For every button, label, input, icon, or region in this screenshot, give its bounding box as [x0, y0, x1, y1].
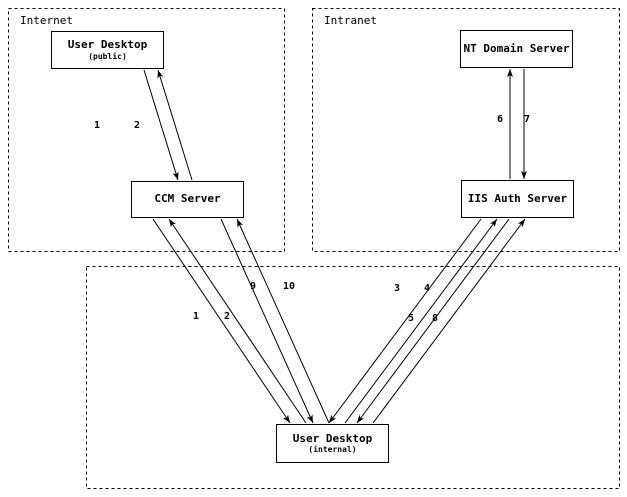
arrow-4-user-desktop-internal-to-iis-auth-server [344, 218, 498, 424]
edge-label-e2b: 2 [224, 311, 231, 322]
node-title-iis-auth-server: IIS Auth Server [467, 191, 568, 205]
arrow-2-user-desktop-internal-to-ccm-server [168, 218, 307, 424]
edge-label-e5: 5 [408, 313, 415, 324]
arrow-1-user-desktop-public-to-ccm-server [143, 69, 179, 181]
zone-label-intranet: Intranet [324, 14, 377, 27]
connector-arrows [143, 69, 527, 424]
arrow-2-ccm-server-to-user-desktop-public [157, 69, 193, 181]
arrow-10-user-desktop-internal-to-ccm-server [236, 218, 330, 424]
zone-label-internet: Internet [20, 14, 73, 27]
arrow-5-iis-auth-server-to-user-desktop-internal [356, 218, 510, 424]
node-user-desktop-internal[interactable]: User Desktop(internal) [276, 424, 389, 463]
zone-boundary-internet [8, 8, 285, 252]
node-title-ccm-server: CCM Server [154, 192, 221, 206]
edge-label-e1: 1 [94, 120, 101, 131]
edge-label-e10: 10 [283, 281, 296, 292]
edge-label-e7: 7 [524, 114, 531, 125]
arrow-1-ccm-server-to-user-desktop-internal [152, 218, 291, 424]
edge-label-e8: 8 [432, 313, 439, 324]
arrow-3-iis-auth-server-to-user-desktop-internal [328, 218, 482, 424]
edge-label-e9: 9 [250, 281, 257, 292]
edge-label-e1b: 1 [193, 311, 200, 322]
node-user-desktop-public[interactable]: User Desktop(public) [51, 31, 164, 69]
zone-boundaries [8, 8, 620, 489]
node-iis-auth-server[interactable]: IIS Auth Server [461, 180, 574, 218]
edge-label-e6: 6 [497, 114, 504, 125]
edge-label-e4: 4 [424, 283, 431, 294]
node-title-user-desktop-internal: User Desktop [292, 431, 373, 445]
node-title-nt-domain-server: NT Domain Server [463, 41, 570, 55]
node-subtitle-user-desktop-public: (public) [88, 51, 127, 61]
node-nt-domain-server[interactable]: NT Domain Server [460, 30, 573, 68]
zone-boundary-internal [86, 266, 620, 489]
arrow-9-ccm-server-to-user-desktop-internal [220, 218, 314, 424]
node-subtitle-user-desktop-internal: (internal) [308, 445, 357, 455]
node-title-user-desktop-public: User Desktop [67, 38, 148, 52]
node-ccm-server[interactable]: CCM Server [131, 181, 244, 218]
edge-label-e2: 2 [134, 120, 141, 131]
zone-boundary-intranet [312, 8, 620, 252]
arrow-8-user-desktop-internal-to-iis-auth-server [372, 218, 526, 424]
edge-label-e3: 3 [394, 283, 401, 294]
